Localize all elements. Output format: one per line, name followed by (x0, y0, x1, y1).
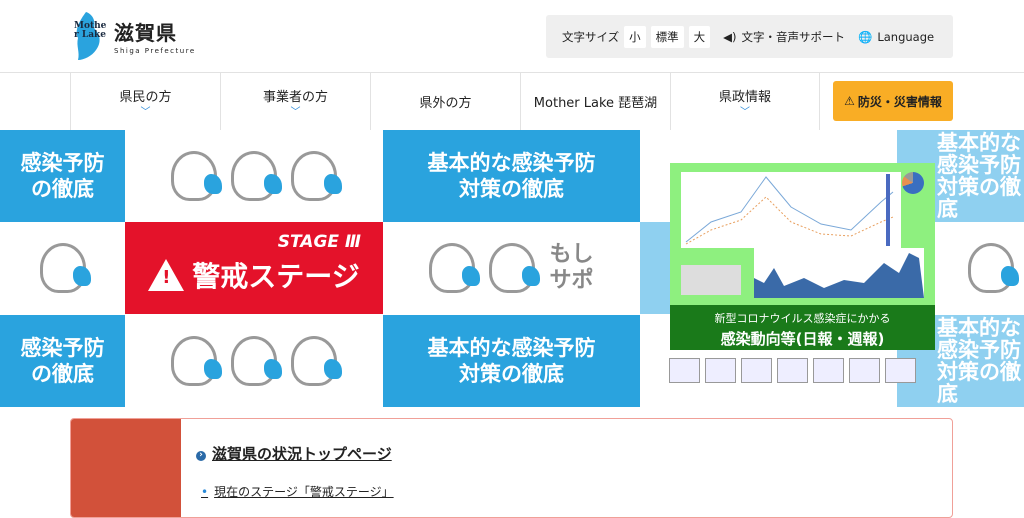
mask-face-icon (967, 243, 1019, 293)
prevention-tile[interactable]: 基本的な感染予防対策の徹底 (383, 315, 640, 407)
logo-mark-text: Mother Lake (74, 21, 107, 40)
daily-bar-chart-thumbnail (754, 248, 924, 298)
distance-icon (39, 243, 91, 293)
handwash-icon (231, 151, 282, 201)
status-box: 滋賀県の状況トップページ 現在のステージ「警戒ステージ」 (70, 418, 953, 518)
alert-stage-tile[interactable]: STAGE Ⅲ !警戒ステージ (125, 222, 383, 314)
warning-icon: ! (148, 259, 185, 291)
lake-biwa-icon (76, 12, 100, 60)
chevron-down-icon: ﹀ (740, 106, 750, 118)
tile-text: の徹底 (31, 362, 94, 386)
distance-icon (291, 151, 342, 201)
tile-text: 基本的な感染予防 (937, 316, 1021, 362)
moshi-text: もし (549, 242, 594, 267)
font-size-large-button[interactable]: 大 (688, 25, 711, 48)
tile-text: 対策の徹底 (937, 360, 1021, 406)
tile-text: 基本的な感染予防 (427, 151, 596, 175)
nav-government[interactable]: 県政情報﹀ (670, 73, 820, 130)
current-stage-link[interactable]: 現在のステージ「警戒ステージ」 (201, 483, 394, 500)
warning-icon: ⚠ (844, 94, 855, 108)
mask-face-icon (171, 336, 222, 386)
shiga-logo[interactable]: Mother Lake 滋賀県 Shiga Prefecture (72, 10, 196, 62)
tile-text: 基本的な感染予防 (937, 131, 1021, 177)
tile-text: 対策の徹底 (459, 362, 564, 386)
card-caption: 新型コロナウイルス感染症にかかる 感染動向等(日報・週報) (670, 305, 935, 350)
globe-icon: 🌐 (858, 29, 873, 44)
thumbnail[interactable] (705, 358, 736, 383)
chevron-down-icon: ﹀ (290, 106, 301, 118)
thumbnail[interactable] (777, 358, 808, 383)
mask-face-icon (429, 243, 481, 293)
disaster-label: 防災・災害情報 (857, 94, 942, 109)
table-thumbnail (681, 265, 741, 295)
tile-text: 基本的な感染予防 (427, 336, 596, 360)
font-size-label: 文字サイズ (562, 29, 620, 44)
moshi-text: サポ (549, 268, 594, 293)
nav-label: 県外の方 (419, 96, 472, 111)
thumbnail[interactable] (885, 358, 916, 383)
status-top-link[interactable]: 滋賀県の状況トップページ (196, 443, 392, 464)
trend-chart-thumbnail (681, 172, 901, 248)
nav-residents[interactable]: 県民の方﹀ (70, 73, 220, 130)
nav-label: 県民の方 (119, 89, 172, 105)
status-side-bar (71, 419, 181, 517)
nav-businesses[interactable]: 事業者の方﹀ (220, 73, 370, 130)
icons-tile (0, 222, 125, 314)
caption-line1: 新型コロナウイルス感染症にかかる (714, 312, 891, 325)
mask-face-icon (171, 151, 222, 201)
speaker-icon: ◀) (723, 29, 737, 44)
nav-visitors[interactable]: 県外の方 (370, 73, 520, 130)
banner-thumbnails (669, 358, 916, 383)
nav-label: Mother Lake 琵琶湖 (533, 96, 658, 111)
handwash-icon (231, 336, 282, 386)
tile-text: 感染予防 (20, 336, 105, 360)
chevron-down-icon: ﹀ (140, 106, 151, 118)
prevention-tile[interactable]: 基本的な感染予防対策の徹底 (897, 315, 1024, 407)
thumbnail[interactable] (813, 358, 844, 383)
logo-subtitle: Shiga Prefecture (114, 47, 196, 55)
nav-label: 事業者の方 (262, 89, 328, 105)
thumbnail[interactable] (741, 358, 772, 383)
nav-label: 県政情報 (718, 89, 771, 105)
main-nav: 県民の方﹀ 事業者の方﹀ 県外の方 Mother Lake 琵琶湖 県政情報﹀ (0, 72, 1024, 130)
distance-icon (291, 336, 342, 386)
prevention-tile[interactable]: 感染予防の徹底 (0, 315, 125, 407)
prevention-tile[interactable]: 感染予防の徹底 (0, 130, 125, 222)
font-size-standard-button[interactable]: 標準 (650, 25, 684, 48)
tile-text: 感染予防 (20, 151, 105, 175)
infection-trends-card[interactable]: 新型コロナウイルス感染症にかかる 感染動向等(日報・週報) (670, 163, 935, 350)
tile-text: の徹底 (31, 177, 94, 201)
caption-line2: 感染動向等(日報・週報) (720, 330, 885, 348)
thumbnail[interactable] (669, 358, 700, 383)
logo-title: 滋賀県 (114, 21, 177, 45)
icons-tile: もしサポ (383, 222, 640, 314)
pie-chart-thumbnail (902, 172, 924, 194)
icons-tile (125, 130, 383, 222)
font-size-small-button[interactable]: 小 (624, 25, 646, 48)
speech-support-link[interactable]: 文字・音声サポート (741, 29, 846, 44)
utility-bar: 文字サイズ 小 標準 大 ◀) 文字・音声サポート 🌐 Language (546, 15, 953, 58)
alert-text: 警戒ステージ (192, 260, 360, 293)
stage-label: STAGE Ⅲ (277, 232, 361, 252)
handwash-icon (489, 243, 541, 293)
prevention-tile[interactable]: 基本的な感染予防対策の徹底 (383, 130, 640, 222)
tile-text: 対策の徹底 (937, 175, 1021, 221)
language-link[interactable]: Language (877, 29, 935, 44)
header: Mother Lake 滋賀県 Shiga Prefecture 文字サイズ 小… (0, 0, 1024, 72)
tile-text: 対策の徹底 (459, 177, 564, 201)
thumbnail[interactable] (849, 358, 880, 383)
nav-mother-lake[interactable]: Mother Lake 琵琶湖 (520, 73, 670, 130)
icons-tile (125, 315, 383, 407)
disaster-info-button[interactable]: ⚠防災・災害情報 (833, 81, 953, 121)
